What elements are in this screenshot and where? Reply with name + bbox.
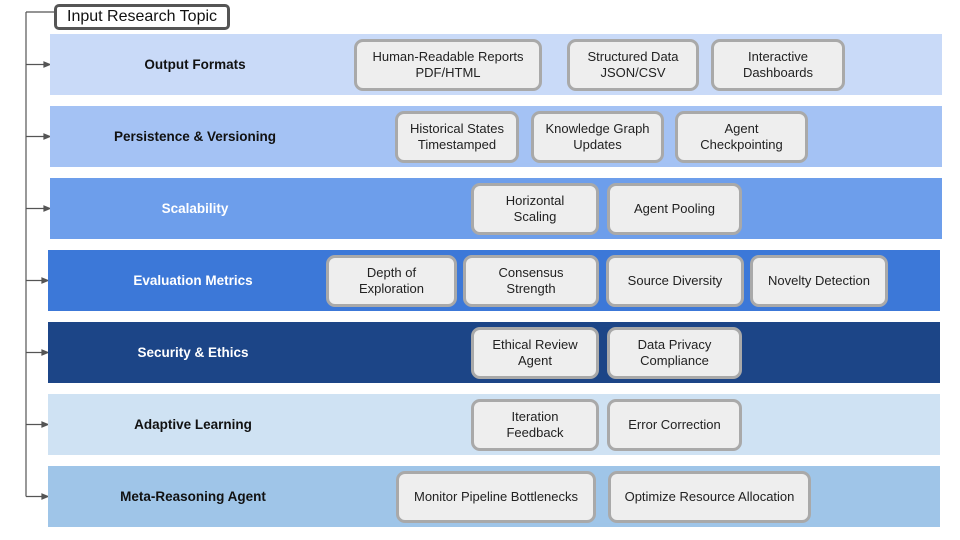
band-label-security-ethics: Security & Ethics [137,345,249,360]
node-text-line: Scaling [513,209,557,224]
band-persistence-versioning: Persistence & Versioning Historical State… [50,106,942,167]
node-text-line: Source Diversity [627,273,723,288]
band-label-evaluation-metrics: Evaluation Metrics [133,273,253,288]
node-text-line: Dashboards [742,65,814,80]
node-meta-reasoning-agent-0: Monitor Pipeline Bottlenecks [396,471,596,523]
node-text-line: Agent [518,353,552,368]
node-text-line: Iteration [511,409,559,424]
node-text-line: Monitor Pipeline Bottlenecks [413,489,579,504]
node-text-line: Human-Readable Reports [372,49,524,64]
band-label-output-formats: Output Formats [144,57,246,72]
node-text-line: JSON/CSV [600,65,666,80]
node-evaluation-metrics-3: Novelty Detection [750,255,888,307]
node-text-line: Depth of [366,265,417,280]
node-scalability-1: Agent Pooling [607,183,742,235]
node-text-line: Horizontal [505,193,565,208]
node-text-line: Checkpointing [700,137,783,152]
input-research-topic-node: Input Research Topic [54,4,230,30]
node-text-line: Knowledge Graph [545,121,650,136]
node-text-line: Optimize Resource Allocation [624,489,795,504]
node-text-line: Timestamped [417,137,497,152]
arrowhead [41,493,50,500]
node-text-line: Updates [573,137,622,152]
node-text-line: Exploration [358,281,425,296]
arrowhead [41,349,50,356]
node-meta-reasoning-agent-1: Optimize Resource Allocation [608,471,811,523]
arrowhead [43,133,52,140]
arrowhead [41,421,50,428]
node-text-line: PDF/HTML [415,65,481,80]
arrowhead [43,205,52,212]
node-text-line: Ethical Review [492,337,578,352]
node-text-line: Structured Data [587,49,679,64]
node-text-line: Novelty Detection [768,273,870,288]
node-text-line: Agent Pooling [634,201,715,216]
arrowhead [41,277,50,284]
node-adaptive-learning-1: Error Correction [607,399,742,451]
band-label-scalability: Scalability [161,201,229,216]
node-text-line: Error Correction [628,417,721,432]
node-text-line: Compliance [640,353,709,368]
band-label-persistence-versioning: Persistence & Versioning [113,129,277,144]
node-text-line: Interactive [748,49,808,64]
node-evaluation-metrics-2: Source Diversity [606,255,744,307]
band-meta-reasoning-agent: Meta-Reasoning Agent Monitor Pipeline Bot… [48,466,940,527]
root-label: Input Research Topic [67,8,218,25]
node-text-line: Historical States [410,121,504,136]
node-text-line: Feedback [506,425,564,440]
band-label-meta-reasoning-agent: Meta-Reasoning Agent [120,489,266,504]
node-text-line: Consensus [498,265,564,280]
arrowhead [43,61,52,68]
node-text-line: Strength [506,281,556,296]
node-text-line: Data Privacy [637,337,712,352]
node-text-line: Agent [724,121,759,136]
band-label-adaptive-learning: Adaptive Learning [134,417,252,432]
